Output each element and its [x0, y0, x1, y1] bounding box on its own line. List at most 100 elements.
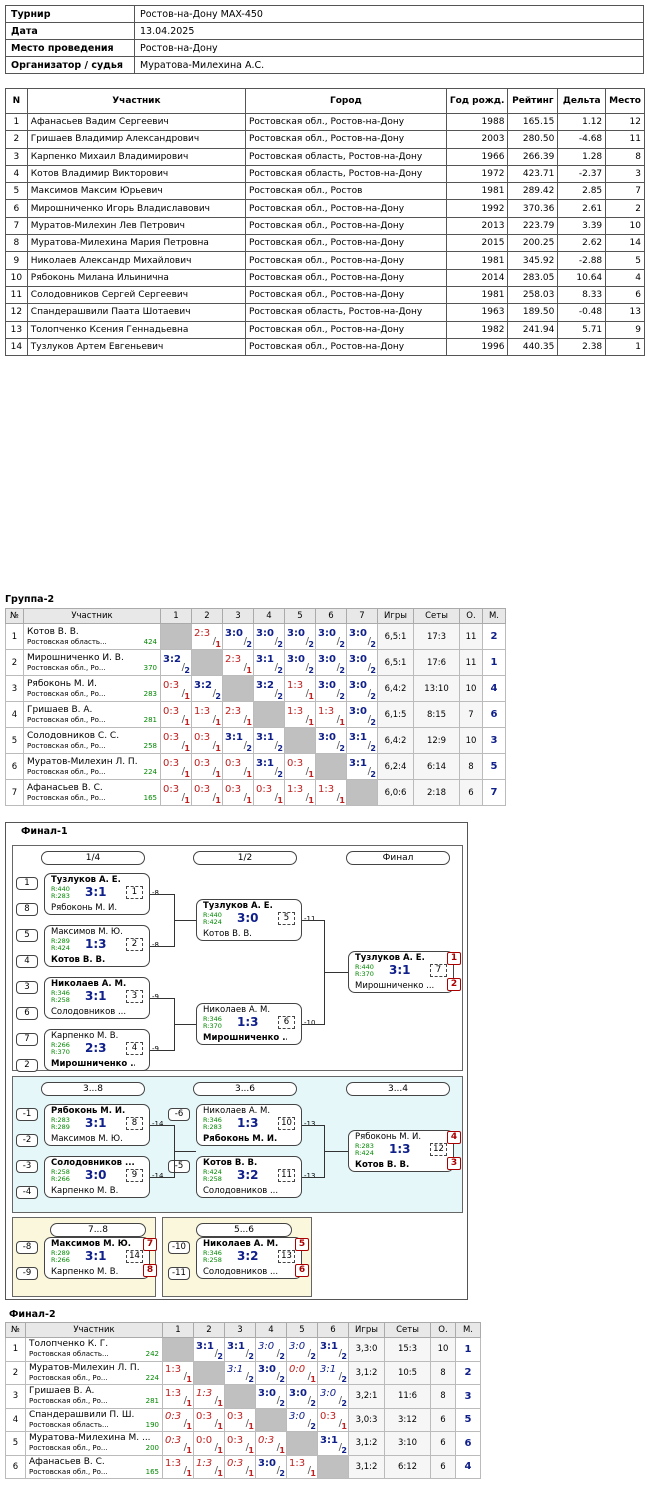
seed-label: 1	[16, 877, 38, 890]
match-result-cell: 3:0/2	[255, 1384, 287, 1409]
match-result-cell: 2:3/1	[222, 649, 254, 676]
sets-value: 6:12	[384, 1454, 431, 1479]
match-result-cell: 1:3/1	[193, 1384, 225, 1409]
match-result-cell: 3:1/2	[317, 1337, 349, 1362]
round-label-7-8: 7...8	[50, 1223, 146, 1237]
match-score: 1:3	[165, 1387, 182, 1399]
participant-name-cell: Мирошниченко И. В.Ростовская обл., Ро...…	[23, 649, 161, 676]
diagonal-cell	[222, 675, 254, 702]
row-number: 5	[5, 727, 24, 754]
match-result-cell: 3:1/2	[253, 649, 285, 676]
participant-cell: 1982	[445, 320, 509, 339]
row-number: 7	[5, 779, 24, 806]
slash-mark: /	[212, 688, 216, 699]
participant-city-line: Ростовская обл., Ро...200	[29, 1443, 159, 1453]
participant-cell: 14	[5, 337, 28, 357]
seed-label: -1	[16, 1108, 38, 1121]
match-result-cell: 0:3/1	[222, 753, 254, 780]
participant-cell: 6	[5, 199, 28, 218]
place-value: 5	[482, 753, 506, 780]
participant-city: Ростовская обл., Ро...	[27, 741, 106, 750]
match-score: 3:1	[256, 732, 274, 743]
match-result-cell: 3:0/2	[346, 623, 378, 650]
info-value: Ростов-на-Дону	[134, 39, 644, 57]
participant-cell: 370.36	[507, 199, 559, 218]
seed-label: 2	[16, 1059, 38, 1072]
match-points: 1	[279, 1445, 285, 1455]
slash-mark: /	[212, 636, 216, 647]
match-score: 1:3	[165, 1458, 182, 1470]
connector-line	[302, 1177, 324, 1178]
match-points: 1	[339, 718, 345, 727]
seed-label: -8	[16, 1241, 38, 1254]
participant-name: Гришаев В. А.	[27, 704, 93, 715]
slash-mark: /	[367, 662, 371, 673]
player-2-rating: R:283	[203, 1123, 222, 1131]
grid-header: Участник	[23, 608, 161, 624]
match-score: 0:0	[196, 1434, 213, 1446]
match-score: 3:0	[289, 1387, 307, 1399]
participants-header: Участник	[26, 88, 247, 114]
match-points: 1	[310, 1375, 316, 1384]
match-points: 2	[341, 1351, 347, 1361]
slash-mark: /	[183, 1418, 187, 1429]
match-points: 1	[308, 770, 314, 779]
match-player-1: Тузлуков А. Е.	[203, 901, 273, 911]
diagonal-cell	[253, 701, 285, 728]
games-value: 3,1:2	[348, 1360, 385, 1385]
match-result-cell: 0:3/1	[317, 1407, 349, 1432]
participant-name-cell: Муратов-Милехин Л. П.Ростовская обл., Ро…	[25, 1360, 163, 1385]
match-result-cell: 3:0/2	[317, 1384, 349, 1409]
match-result-cell: 1:3/1	[284, 701, 316, 728]
participant-cell: 4	[5, 164, 28, 184]
match-score: 3:1	[227, 1364, 244, 1376]
slash-mark: /	[181, 714, 185, 725]
final1-title: Финал-1	[21, 826, 68, 837]
match-result-cell: 3:2/2	[160, 649, 192, 676]
match-result-cell: 0:3/1	[160, 753, 192, 780]
match-result-cell: 3:2/2	[253, 675, 285, 702]
participant-city: Ростовская обл., Ро...	[29, 1373, 108, 1382]
match-player-2: Мирошниченко ...	[355, 981, 435, 991]
player-1-rating: R:289	[51, 1249, 70, 1257]
participant-cell: Гришаев Владимир Александрович	[26, 130, 247, 149]
match-player-2: Мирошниченко ...	[51, 1059, 135, 1069]
slash-mark: /	[183, 1441, 187, 1453]
slash-mark: /	[243, 740, 247, 751]
participant-city-line: Ростовская обл., Ро...370	[27, 663, 157, 673]
points-value: 10	[430, 1337, 456, 1362]
participant-city-line: Ростовская обл., Ро...224	[27, 767, 157, 777]
match-points: 1	[184, 744, 190, 753]
slash-mark: /	[214, 1347, 218, 1359]
match-points: 2	[370, 718, 376, 727]
participant-cell: Ростовская область, Ростов-на-Дону	[245, 303, 447, 322]
participant-name: Рябоконь М. И.	[27, 678, 97, 689]
participant-rating: 190	[145, 1420, 159, 1429]
match-result-cell: 0:0/1	[193, 1431, 225, 1456]
participant-cell: 200.25	[507, 234, 559, 253]
match-points: 2	[341, 1375, 347, 1384]
participant-cell: Николаев Александр Михайлович	[26, 251, 247, 270]
match-points: 2	[279, 1398, 285, 1408]
slash-mark: /	[274, 740, 278, 751]
match-score: 3:0	[349, 706, 367, 717]
player-1-rating: R:289	[51, 937, 70, 945]
participant-rating: 281	[143, 715, 157, 724]
match-result-cell: 3:0/2	[255, 1454, 287, 1479]
sets-value: 12:9	[413, 727, 460, 754]
slash-mark: /	[212, 766, 216, 777]
match-player-1: Максимов М. Ю.	[51, 1239, 131, 1249]
match-score: 0:3	[258, 1434, 275, 1446]
participant-cell: 1981	[445, 285, 509, 305]
match-score: 3:1	[85, 1116, 107, 1130]
match-points: 2	[370, 666, 376, 675]
